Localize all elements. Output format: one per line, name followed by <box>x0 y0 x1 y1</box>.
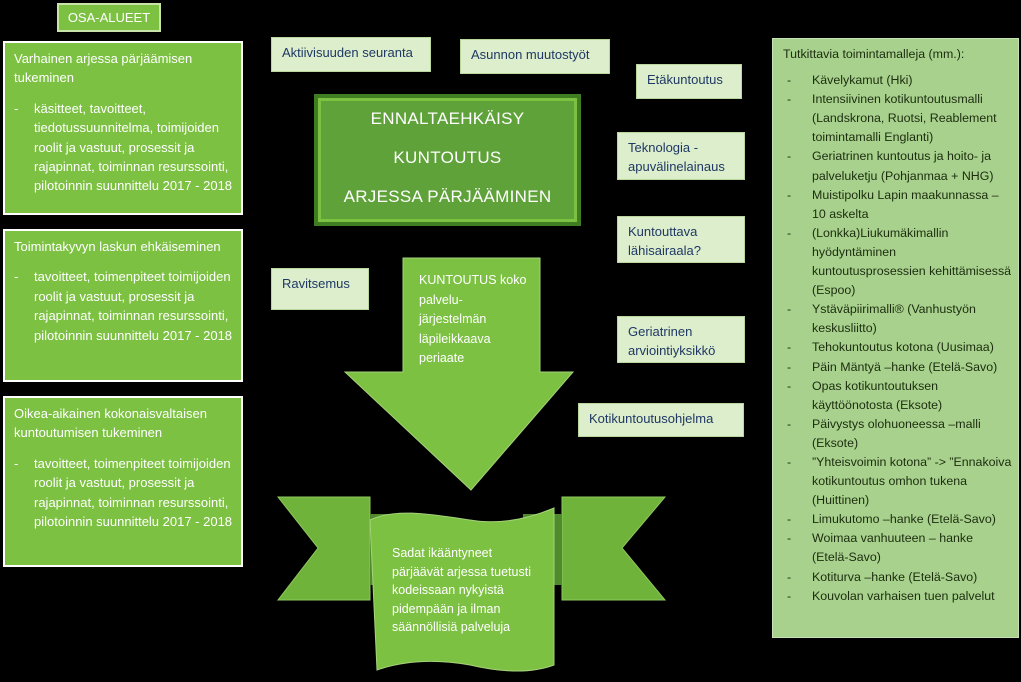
tag-geriatrinen-arviointiyksikko: Geriatrinen arviointiyksikkö <box>617 316 745 363</box>
list-item: Päin Mäntyä –hanke (Etelä-Savo) <box>783 358 1012 377</box>
left-box-varhainen: Varhainen arjessa pärjäämisen tukeminen … <box>3 41 243 215</box>
list-item: ”Yhteisvoimin kotona” -> ”Ennakoiva koti… <box>783 453 1012 510</box>
arrow-text: KUNTOUTUS koko palvelu-järjestelmän läpi… <box>419 273 527 365</box>
osa-alueet-label: OSA-ALUEET <box>57 3 161 32</box>
list-item: (Lonkka)Liukumäkimallin hyödyntäminen ku… <box>783 224 1012 300</box>
list-item: Ystäväpiirimalli® (Vanhustyön keskusliit… <box>783 300 1012 338</box>
left-box-title: Varhainen arjessa pärjäämisen tukeminen <box>14 51 193 86</box>
tag-asunnon-muutostyot: Asunnon muutostyöt <box>460 39 610 74</box>
center-box: ENNALTAEHKÄISY KUNTOUTUS ARJESSA PÄRJÄÄM… <box>314 94 581 226</box>
tag-kuntouttava-lahisairaala: Kuntouttava lähisairaala? <box>617 216 745 263</box>
ribbon-text: Sadat ikääntyneet pärjäävät arjessa tuet… <box>392 546 531 634</box>
ribbon-banner <box>276 496 667 672</box>
center-line-kuntoutus: KUNTOUTUS <box>393 148 502 167</box>
tag-kotikuntoutusohjelma: Kotikuntoutusohjelma <box>578 403 744 437</box>
left-box-title: Toimintakyvyn laskun ehkäiseminen <box>14 239 221 254</box>
list-item: Kävelykamut (Hki) <box>783 71 1012 90</box>
list-item: Woimaa vanhuuteen – hanke (Etelä-Savo) <box>783 529 1012 567</box>
list-item: Opas kotikuntoutuksen käyttöönotosta (Ek… <box>783 377 1012 415</box>
list-item: Päivystys olohuoneessa –malli (Eksote) <box>783 415 1012 453</box>
list-item: Tehokuntoutus kotona (Uusimaa) <box>783 338 1012 357</box>
list-item: Muistipolku Lapin maakunnassa – 10 askel… <box>783 186 1012 224</box>
list-item: Kotiturva –hanke (Etelä-Savo) <box>783 568 1012 587</box>
center-line-ennaltaehkaisy: ENNALTAEHKÄISY <box>370 109 525 128</box>
toimintamallit-list: Kävelykamut (Hki) Intensiivinen kotikunt… <box>783 71 1012 606</box>
left-box-item: käsitteet, tavoitteet, tiedotussuunnitel… <box>14 99 233 196</box>
left-box-item: tavoitteet, toimenpiteet toimijoiden roo… <box>14 454 233 532</box>
list-item: Limukutomo –hanke (Etelä-Savo) <box>783 510 1012 529</box>
toimintamallit-panel: Tutkittavia toimintamalleja (mm.): Kävel… <box>772 38 1019 638</box>
left-box-toimintakyky: Toimintakyvyn laskun ehkäiseminen tavoit… <box>3 229 243 382</box>
tag-aktiivisuuden-seuranta: Aktiivisuuden seuranta <box>271 37 431 72</box>
left-box-item: tavoitteet, toimenpiteet toimijoiden roo… <box>14 267 233 345</box>
list-item: Intensiivinen kotikuntoutusmalli (Landsk… <box>783 90 1012 147</box>
panel-title: Tutkittavia toimintamalleja (mm.): <box>783 47 965 61</box>
list-item: Geriatrinen kuntoutus ja hoito- ja palve… <box>783 147 1012 185</box>
tag-teknologia: Teknologia - apuvälinelainaus <box>617 132 745 180</box>
left-box-oikea-aikainen: Oikea-aikainen kokonaisvaltaisen kuntout… <box>3 396 243 567</box>
tag-etakuntoutus: Etäkuntoutus <box>636 64 742 99</box>
list-item: Kouvolan varhaisen tuen palvelut <box>783 587 1012 606</box>
tag-ravitsemus: Ravitsemus <box>271 268 369 310</box>
left-box-title: Oikea-aikainen kokonaisvaltaisen kuntout… <box>14 406 207 441</box>
down-arrow <box>343 257 575 491</box>
center-line-arjessa: ARJESSA PÄRJÄÄMINEN <box>343 187 552 206</box>
